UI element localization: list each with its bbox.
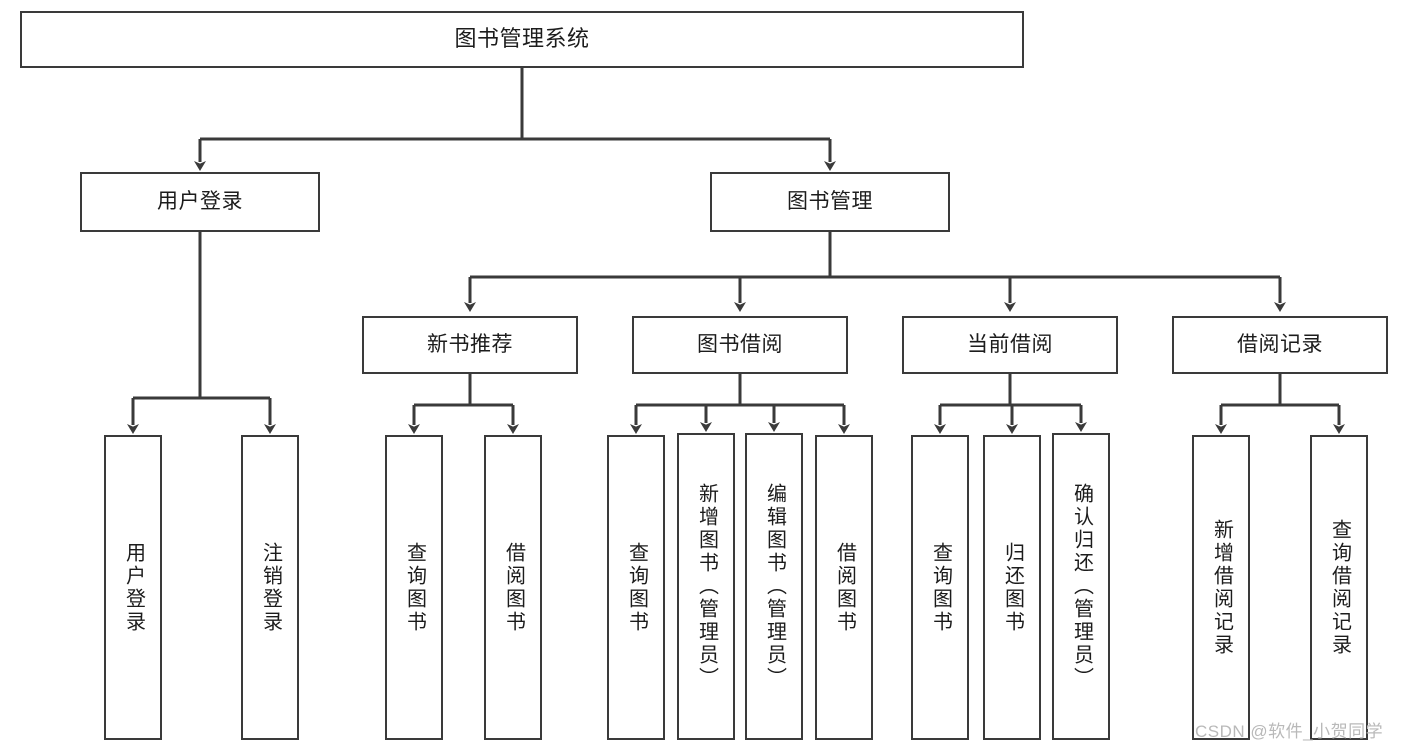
leaf-add-book-admin-label: 新增图书（管理员） xyxy=(695,483,718,690)
leaf-edit-book-admin-label: 编辑图书（管理员） xyxy=(763,483,786,690)
node-user-login[interactable]: 用户登录 xyxy=(80,172,320,232)
leaf-query-book-current-label: 查询图书 xyxy=(929,541,952,634)
node-new-book-recommend-label: 新书推荐 xyxy=(427,333,513,357)
node-borrow-record-label: 借阅记录 xyxy=(1237,333,1323,357)
leaf-add-borrow-record-label: 新增借阅记录 xyxy=(1210,518,1233,657)
leaf-confirm-return-admin-label: 确认归还（管理员） xyxy=(1070,483,1093,690)
leaf-query-book-current[interactable]: 查询图书 xyxy=(911,435,969,740)
leaf-query-book-recommend[interactable]: 查询图书 xyxy=(385,435,443,740)
node-user-login-label: 用户登录 xyxy=(157,190,243,214)
node-current-borrow[interactable]: 当前借阅 xyxy=(902,316,1118,374)
leaf-borrow-book-recommend[interactable]: 借阅图书 xyxy=(484,435,542,740)
node-root-label: 图书管理系统 xyxy=(454,26,590,52)
leaf-return-book-label: 归还图书 xyxy=(1001,541,1024,634)
node-book-borrow-label: 图书借阅 xyxy=(697,333,783,357)
leaf-query-borrow-record-label: 查询借阅记录 xyxy=(1328,518,1351,657)
node-book-borrow[interactable]: 图书借阅 xyxy=(632,316,848,374)
node-book-management-label: 图书管理 xyxy=(787,190,873,214)
leaf-user-login-label: 用户登录 xyxy=(122,541,145,634)
leaf-edit-book-admin[interactable]: 编辑图书（管理员） xyxy=(745,433,803,740)
leaf-borrow-book-label: 借阅图书 xyxy=(833,541,856,634)
node-book-management[interactable]: 图书管理 xyxy=(710,172,950,232)
leaf-user-login[interactable]: 用户登录 xyxy=(104,435,162,740)
watermark: CSDN @软件_小贺同学 xyxy=(1195,722,1384,741)
leaf-user-logout-label: 注销登录 xyxy=(259,541,282,634)
leaf-confirm-return-admin[interactable]: 确认归还（管理员） xyxy=(1052,433,1110,740)
leaf-borrow-book[interactable]: 借阅图书 xyxy=(815,435,873,740)
leaf-return-book[interactable]: 归还图书 xyxy=(983,435,1041,740)
leaf-query-book-borrow[interactable]: 查询图书 xyxy=(607,435,665,740)
node-new-book-recommend[interactable]: 新书推荐 xyxy=(362,316,578,374)
leaf-query-borrow-record[interactable]: 查询借阅记录 xyxy=(1310,435,1368,740)
leaf-add-book-admin[interactable]: 新增图书（管理员） xyxy=(677,433,735,740)
leaf-user-logout[interactable]: 注销登录 xyxy=(241,435,299,740)
leaf-query-book-recommend-label: 查询图书 xyxy=(403,541,426,634)
node-borrow-record[interactable]: 借阅记录 xyxy=(1172,316,1388,374)
node-current-borrow-label: 当前借阅 xyxy=(967,333,1053,357)
leaf-add-borrow-record[interactable]: 新增借阅记录 xyxy=(1192,435,1250,740)
node-root[interactable]: 图书管理系统 xyxy=(20,11,1024,68)
leaf-query-book-borrow-label: 查询图书 xyxy=(625,541,648,634)
leaf-borrow-book-recommend-label: 借阅图书 xyxy=(502,541,525,634)
